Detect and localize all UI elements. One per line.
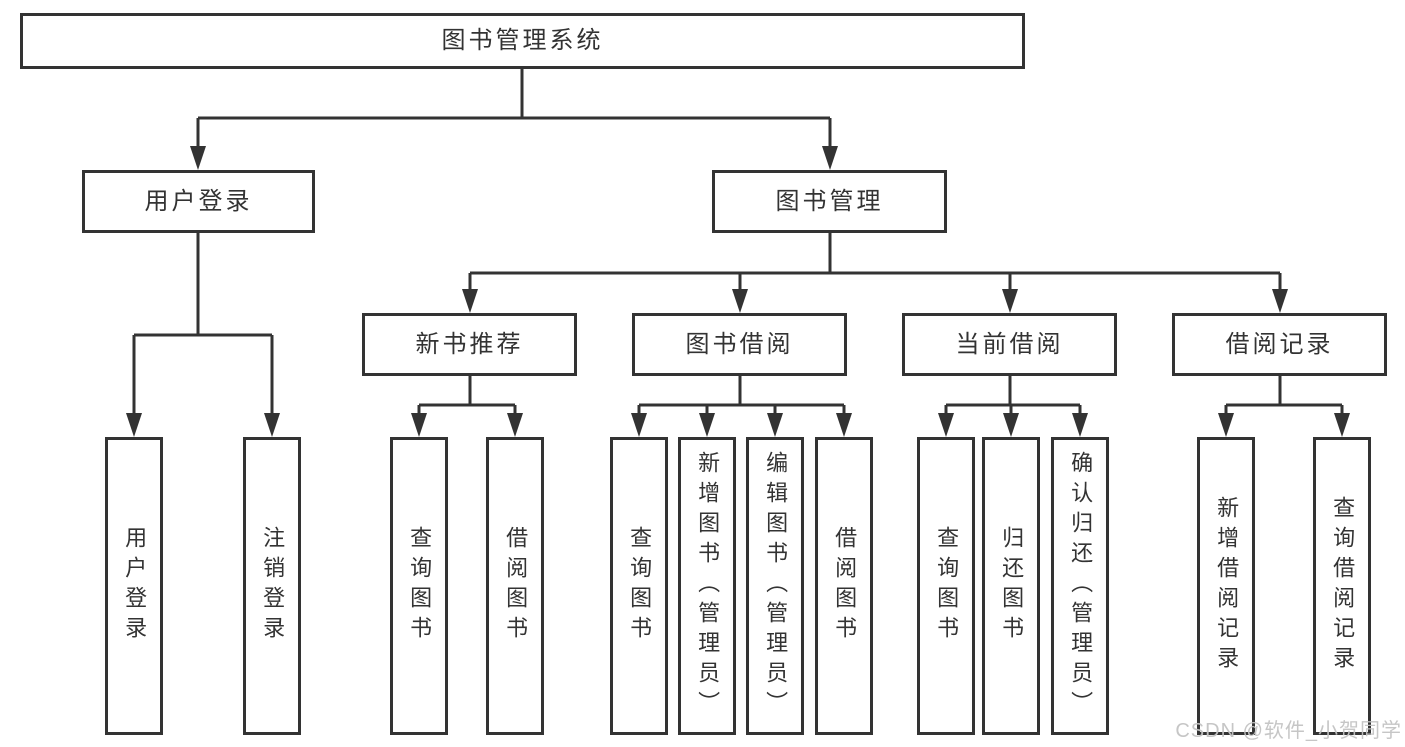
node-borrow-records: 借阅记录 <box>1172 313 1387 376</box>
node-root: 图书管理系统 <box>20 13 1025 69</box>
node-user-login: 用户登录 <box>82 170 315 233</box>
leaf-current-confirm-return-admin: 确认归还（管理员） <box>1051 437 1109 735</box>
node-current-borrow: 当前借阅 <box>902 313 1117 376</box>
leaf-current-query-book: 查询图书 <box>917 437 975 735</box>
leaf-borrow-edit-book-admin: 编辑图书（管理员） <box>746 437 804 735</box>
node-new-book-recommend: 新书推荐 <box>362 313 577 376</box>
node-book-management: 图书管理 <box>712 170 947 233</box>
leaf-recommend-query-book: 查询图书 <box>390 437 448 735</box>
leaf-records-add-record: 新增借阅记录 <box>1197 437 1255 735</box>
leaf-current-return-book: 归还图书 <box>982 437 1040 735</box>
leaf-recommend-borrow-book: 借阅图书 <box>486 437 544 735</box>
node-book-borrow: 图书借阅 <box>632 313 847 376</box>
leaf-user-login: 用户登录 <box>105 437 163 735</box>
leaf-records-query-record: 查询借阅记录 <box>1313 437 1371 735</box>
leaf-borrow-query-book: 查询图书 <box>610 437 668 735</box>
csdn-watermark: CSDN @软件_小贺同学 <box>1175 720 1402 742</box>
leaf-borrow-add-book-admin: 新增图书（管理员） <box>678 437 736 735</box>
leaf-logout: 注销登录 <box>243 437 301 735</box>
arrowheads <box>126 146 1350 437</box>
leaf-borrow-borrow-book: 借阅图书 <box>815 437 873 735</box>
